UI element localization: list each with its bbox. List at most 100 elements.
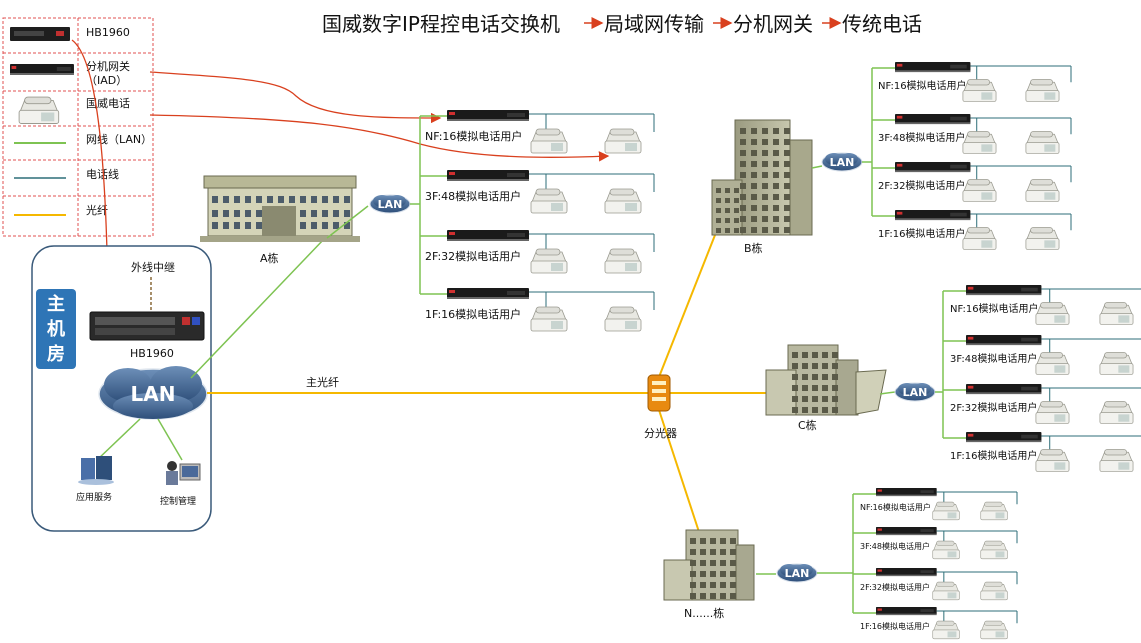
phone-legend-icon [18, 96, 60, 125]
trunk-label: 外线中继 [131, 260, 175, 274]
gateway-icon [876, 607, 937, 616]
building-c-label: C栋 [798, 418, 817, 432]
floor-label: NF:16模拟电话用户 [860, 502, 931, 512]
phone-icon [1035, 352, 1070, 376]
title-part-1: 国威数字IP程控电话交换机 [322, 12, 560, 36]
building-n-icon [663, 529, 755, 601]
svg-text:局域网传输: 局域网传输 [604, 12, 704, 36]
main-lan-cloud [98, 366, 208, 420]
legend: HB1960 分机网关 （IAD） 国威电话 网线（LAN） 电话线 光纤 [2, 17, 154, 237]
building-a: A栋 LAN [200, 175, 420, 265]
building-n-label: N......栋 [684, 606, 724, 620]
hb1960-legend-icon [10, 27, 70, 41]
main-room-title-badge [36, 289, 76, 369]
phone-icon [1025, 131, 1060, 155]
floor-group: NF:16模拟电话用户 [853, 488, 1018, 521]
svg-text:国威数字IP程控电话交换机: 国威数字IP程控电话交换机 [322, 12, 560, 36]
phone-icon [1035, 449, 1070, 473]
floor-label: 2F:32模拟电话用户 [860, 582, 930, 592]
phone-icon [962, 179, 997, 203]
title-part-4: 传统电话 [842, 12, 922, 36]
floor-label: NF:16模拟电话用户 [878, 79, 967, 92]
phone-icon [1099, 449, 1134, 473]
title-part-2: 局域网传输 [604, 12, 704, 36]
gateway-icon [876, 527, 937, 536]
phone-icon [604, 128, 642, 154]
main-room-title-char-2: 机 [47, 319, 65, 340]
phone-icon [980, 620, 1008, 640]
phone-icon [980, 501, 1008, 521]
floor-group: 2F:32模拟电话用户 [872, 162, 1072, 203]
phone-icon [530, 188, 568, 214]
legend-lan: 网线（LAN） [86, 132, 152, 146]
phone-icon [604, 188, 642, 214]
floor-label: 2F:32模拟电话用户 [425, 249, 521, 263]
floor-group: 1F:16模拟电话用户 [872, 210, 1072, 251]
main-room-title-char-1: 主 [47, 293, 65, 315]
floor-group: 1F:16模拟电话用户 [853, 607, 1018, 640]
floor-group: 3F:48模拟电话用户 [872, 114, 1072, 155]
building-n-lan-label: LAN [785, 567, 810, 580]
building-c: C栋 LAN [765, 344, 943, 432]
gateway-icon [966, 285, 1042, 296]
control-label: 控制管理 [160, 495, 196, 507]
main-room: 主 机 房 外线中继 HB1960 LAN 应用服务 [31, 245, 212, 532]
phone-icon [1035, 401, 1070, 425]
floor-label: 1F:16模拟电话用户 [425, 307, 521, 321]
gateway-icon [966, 335, 1042, 346]
hb1960-label: HB1960 [130, 347, 174, 360]
building-0-floors: NF:16模拟电话用户3F:48模拟电话用户2F:32模拟电话用户1F:16模拟… [419, 110, 655, 332]
svg-text:分机网关: 分机网关 [733, 12, 813, 36]
building-a-lan-label: LAN [378, 198, 403, 211]
legend-phone: 国威电话 [86, 97, 130, 110]
gateway-legend-icon [10, 64, 74, 75]
phone-icon [932, 540, 960, 560]
fiber-n [658, 409, 701, 536]
gateway-icon [447, 170, 529, 181]
phone-icon [932, 620, 960, 640]
floor-group: 3F:48模拟电话用户 [943, 335, 1141, 376]
legend-fiber: 光纤 [86, 203, 108, 217]
legend-gateway: 分机网关 [86, 59, 130, 73]
main-room-title-char-3: 房 [47, 343, 65, 365]
phone-icon [932, 501, 960, 521]
floor-groups: NF:16模拟电话用户 3F:48模拟电话用户 2F:32模拟电话用户 1F:16模拟… [419, 62, 1141, 640]
gateway-icon [447, 110, 529, 121]
phone-icon [932, 581, 960, 601]
phone-icon [1099, 401, 1134, 425]
building-a-icon [200, 175, 360, 242]
phone-icon [604, 306, 642, 332]
floor-group: 3F:48模拟电话用户 [420, 170, 655, 214]
floor-label: 3F:48模拟电话用户 [950, 352, 1037, 365]
building-b: B栋 LAN [711, 119, 872, 255]
floor-label: 1F:16模拟电话用户 [950, 449, 1037, 462]
phone-icon [1025, 179, 1060, 203]
gateway-icon [447, 288, 529, 299]
floor-group: 1F:16模拟电话用户 [420, 288, 655, 332]
gateway-icon [876, 488, 937, 497]
phone-icon [962, 227, 997, 251]
building-b-label: B栋 [744, 241, 763, 255]
floor-label: 3F:48模拟电话用户 [860, 541, 930, 551]
gateway-icon [966, 384, 1042, 395]
gateway-icon [966, 432, 1042, 443]
floor-label: 1F:16模拟电话用户 [860, 621, 930, 631]
gateway-icon [876, 568, 937, 577]
phone-icon [962, 131, 997, 155]
gateway-icon [895, 210, 971, 221]
backbone-links [190, 229, 766, 536]
splitter-icon [647, 374, 671, 412]
main-lan-label: LAN [131, 382, 176, 406]
diagram-title: 国威数字IP程控电话交换机 局域网传输 分机网关 传统电话 [322, 12, 922, 36]
phone-icon [530, 306, 568, 332]
building-b-lan-label: LAN [830, 156, 855, 169]
floor-label: 3F:48模拟电话用户 [878, 131, 965, 144]
floor-group: 2F:32模拟电话用户 [943, 384, 1141, 425]
floor-group: NF:16模拟电话用户 [943, 285, 1141, 326]
hb1960-switch-icon [89, 311, 205, 341]
splitter-label: 分光器 [644, 426, 677, 440]
phone-icon [980, 581, 1008, 601]
phone-icon [1035, 302, 1070, 326]
building-c-lan-label: LAN [903, 386, 928, 399]
